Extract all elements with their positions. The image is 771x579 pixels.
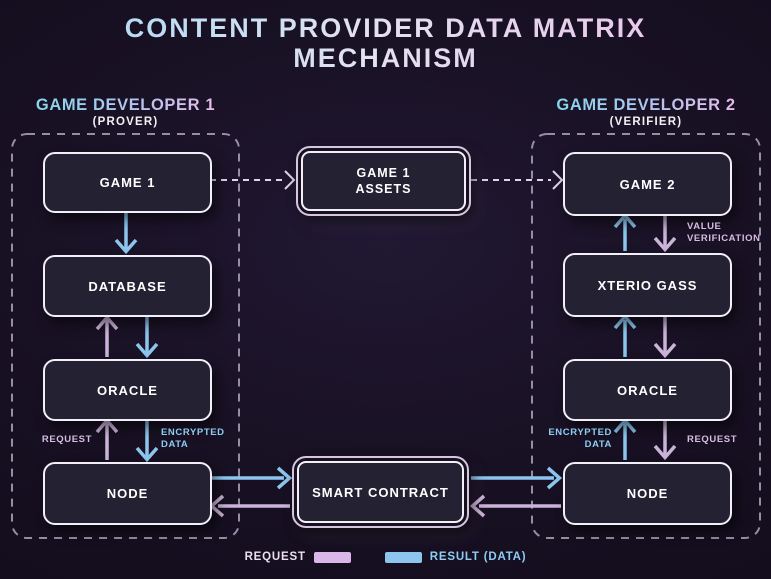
- arrow-game1-to-assets: [210, 170, 296, 190]
- left-dashed-container: [11, 133, 240, 539]
- edge-label-request-left: REQUEST: [41, 434, 92, 445]
- arrow-game1-to-database: [114, 211, 138, 255]
- left-column-heading: GAME DEVELOPER 1: [12, 96, 239, 115]
- node-label-xterio-gass: XTERIO GASS: [597, 277, 698, 293]
- edge-label-request-right: REQUEST: [687, 434, 738, 445]
- legend: REQUEST RESULT (DATA): [0, 551, 771, 563]
- node-label-node-left: NODE: [106, 486, 149, 501]
- node-label-oracle-left: ORACLE: [97, 382, 158, 398]
- node-box-game-2: GAME 2: [563, 152, 732, 216]
- right-column-header: GAME DEVELOPER 2 (VERIFIER): [532, 96, 760, 128]
- arrow-xterio-to-game2: [613, 212, 637, 251]
- node-label-oracle-right: ORACLE: [617, 382, 678, 398]
- arrow-oracle2-to-node2-request: [653, 417, 677, 461]
- arrow-oracle1-to-database: [95, 314, 119, 357]
- arrow-assets-to-game2: [471, 170, 564, 190]
- right-column-heading: GAME DEVELOPER 2: [532, 96, 760, 115]
- legend-result-label: RESULT (DATA): [429, 551, 527, 563]
- assets-box: GAME 1 ASSETS: [296, 146, 471, 216]
- arrow-contract-to-node2: [471, 466, 563, 490]
- node-box-oracle-left: ORACLE: [43, 359, 212, 421]
- node-box-node-right: NODE: [563, 462, 732, 525]
- arrow-node2-to-oracle2-encrypted-data: [613, 417, 637, 460]
- edge-label-encrypted-data-left: ENCRYPTED DATA: [161, 427, 225, 451]
- node-box-xterio-gass: XTERIO GASS: [563, 253, 732, 317]
- node-box-game-1: GAME 1: [43, 152, 212, 213]
- arrow-database-to-oracle1: [135, 315, 159, 359]
- arrow-node1-to-oracle1-request: [95, 417, 119, 460]
- node-label-database: DATABASE: [88, 278, 167, 294]
- arrow-oracle2-to-xterio: [613, 313, 637, 357]
- smart-contract-label: SMART CONTRACT: [312, 484, 449, 500]
- arrow-oracle1-to-node1-encrypted-data: [135, 419, 159, 463]
- smart-contract-box: SMART CONTRACT: [292, 456, 469, 528]
- node-label-game-1: GAME 1: [99, 175, 156, 190]
- right-column-subheading: (VERIFIER): [609, 116, 683, 128]
- node-box-oracle-right: ORACLE: [563, 359, 732, 421]
- edge-label-value-verification: VALUE VERIFICATION: [687, 221, 761, 245]
- arrow-xterio-to-oracle2: [653, 315, 677, 359]
- arrow-node2-to-contract: [469, 494, 561, 518]
- node-box-node-left: NODE: [43, 462, 212, 525]
- legend-request-swatch: [313, 551, 351, 563]
- legend-result-swatch: [384, 551, 422, 563]
- node-label-game-2: GAME 2: [619, 176, 676, 192]
- arrow-contract-to-node1: [208, 494, 290, 518]
- left-column-header: GAME DEVELOPER 1 (PROVER): [12, 96, 239, 128]
- node-box-database: DATABASE: [43, 255, 212, 317]
- legend-request-label: REQUEST: [244, 551, 306, 563]
- node-label-node-right: NODE: [626, 486, 669, 501]
- assets-box-label: GAME 1 ASSETS: [355, 165, 412, 196]
- arrow-game2-to-xterio-value-verification: [653, 214, 677, 253]
- left-column-subheading: (PROVER): [92, 116, 159, 128]
- arrow-node1-to-contract: [210, 466, 293, 490]
- edge-label-encrypted-data-right: ENCRYPTED DATA: [548, 427, 612, 451]
- right-dashed-container: [531, 133, 761, 539]
